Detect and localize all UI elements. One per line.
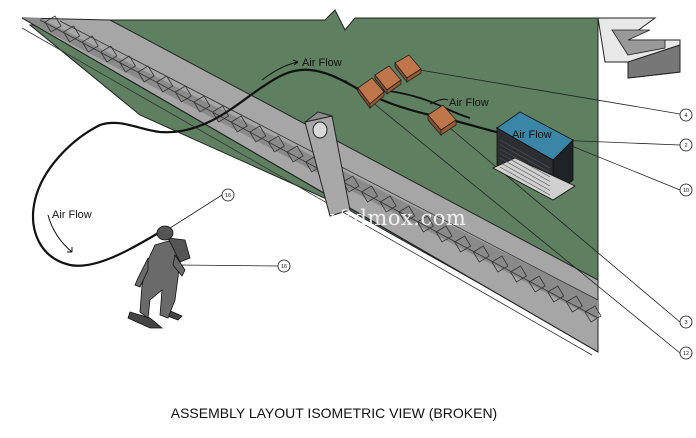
truss-segment: [286, 145, 304, 163]
leader-lines: [169, 67, 681, 354]
svg-text:2: 2: [684, 143, 687, 149]
filter-box-3: [394, 54, 422, 84]
vent-line: [499, 153, 551, 182]
truss-segment: [100, 45, 118, 63]
vent-line: [499, 162, 551, 191]
svg-text:12: 12: [683, 351, 689, 357]
truss-segment: [565, 295, 583, 313]
airflow-label-4: Air Flow: [512, 129, 552, 141]
truss-segment: [81, 35, 99, 53]
support-post: [304, 111, 351, 217]
truss-segment: [230, 115, 248, 133]
callout-4: 4: [679, 108, 693, 122]
svg-text:3: 3: [684, 320, 687, 326]
svg-text:16: 16: [281, 264, 287, 270]
vent-line: [499, 157, 551, 187]
truss-segment: [361, 185, 379, 203]
callout-12: 12: [679, 346, 693, 360]
truss-segment: [528, 275, 546, 293]
filter-box-4: [427, 104, 457, 137]
truss-segment: [193, 95, 211, 113]
callout-3: 3: [679, 315, 693, 329]
truss-segment: [472, 245, 490, 263]
truss-segment: [63, 25, 81, 43]
airflow-label-1: Air Flow: [302, 57, 342, 69]
callout-bubbles: 4 2 10 3 12 16 16: [221, 108, 693, 360]
callout-16-lower: 16: [277, 259, 291, 273]
air-hose: [31, 68, 501, 267]
svg-text:16: 16: [225, 193, 231, 199]
truss-segment: [416, 215, 434, 233]
truss-segment: [156, 75, 174, 93]
broken-wall: [597, 17, 681, 79]
truss-segment: [398, 205, 416, 223]
callout-2: 2: [679, 138, 693, 152]
svg-text:4: 4: [684, 113, 687, 119]
air-handling-unit: [492, 111, 576, 201]
truss-segment: [137, 65, 155, 83]
diver-figure: [127, 225, 191, 329]
truss-segment: [118, 55, 137, 73]
truss-segment: [491, 255, 509, 273]
truss-segment: [249, 125, 267, 143]
airflow-label-3: Air Flow: [449, 97, 489, 109]
unit-vents: [499, 139, 551, 196]
airflow-label-2: Air Flow: [52, 209, 92, 221]
vent-line: [499, 148, 551, 178]
vent-line: [499, 139, 551, 169]
truss-segment: [44, 15, 62, 33]
filter-box-2: [374, 65, 402, 96]
truss-segment: [379, 195, 397, 213]
vent-line: [499, 166, 551, 196]
vent-line: [499, 144, 551, 173]
truss-segment: [174, 85, 192, 103]
truss-segment: [435, 225, 453, 243]
callout-10: 10: [679, 183, 693, 197]
filter-box-1: [357, 77, 385, 110]
truss-segment: [547, 285, 565, 303]
truss-segment: [342, 175, 360, 193]
truss-segment: [509, 265, 528, 283]
svg-text:10: 10: [683, 188, 689, 194]
truss-segment: [267, 135, 285, 153]
truss-segment: [454, 235, 472, 253]
callout-16-upper: 16: [221, 188, 235, 202]
filter-boxes: [357, 54, 457, 137]
watermark: 莫西网www.3dmox.com: [215, 206, 466, 230]
drawing-caption: ASSEMBLY LAYOUT ISOMETRIC VIEW (BROKEN): [171, 405, 497, 421]
truss-segment: [584, 305, 602, 323]
